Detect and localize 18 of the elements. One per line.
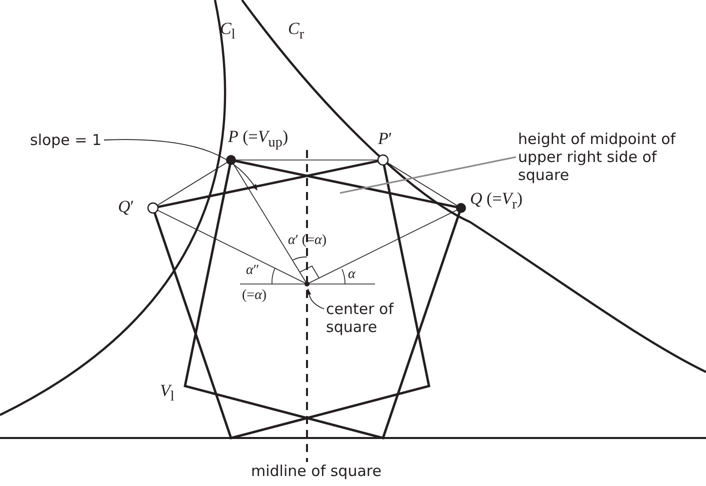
annotation-text: height of midpoint of upper right side of square (518, 130, 683, 184)
angle-label: (=α) (242, 287, 267, 305)
leader-line (340, 156, 516, 194)
leader-line (306, 288, 324, 310)
curve-label: C$_{l}$ (220, 20, 236, 44)
axis-label: midline of square (251, 462, 382, 480)
angle-label: α (348, 266, 356, 284)
annotation-text: center of square (326, 300, 406, 336)
curve-label: C$_{r}$ (288, 20, 304, 44)
angle-label: α″ (246, 262, 260, 280)
point-label: P′ (378, 130, 392, 148)
angle-label: α′ (=α) (288, 232, 327, 250)
leader-line (104, 139, 258, 191)
point-label: V$_{l}$ (160, 382, 174, 406)
point-label: Q′ (118, 198, 134, 216)
annotation-text: slope = 1 (30, 131, 102, 149)
point-label: Q (=V$_{r}$) (470, 190, 523, 214)
point-label: P (=V$_{up}$) (228, 128, 288, 152)
